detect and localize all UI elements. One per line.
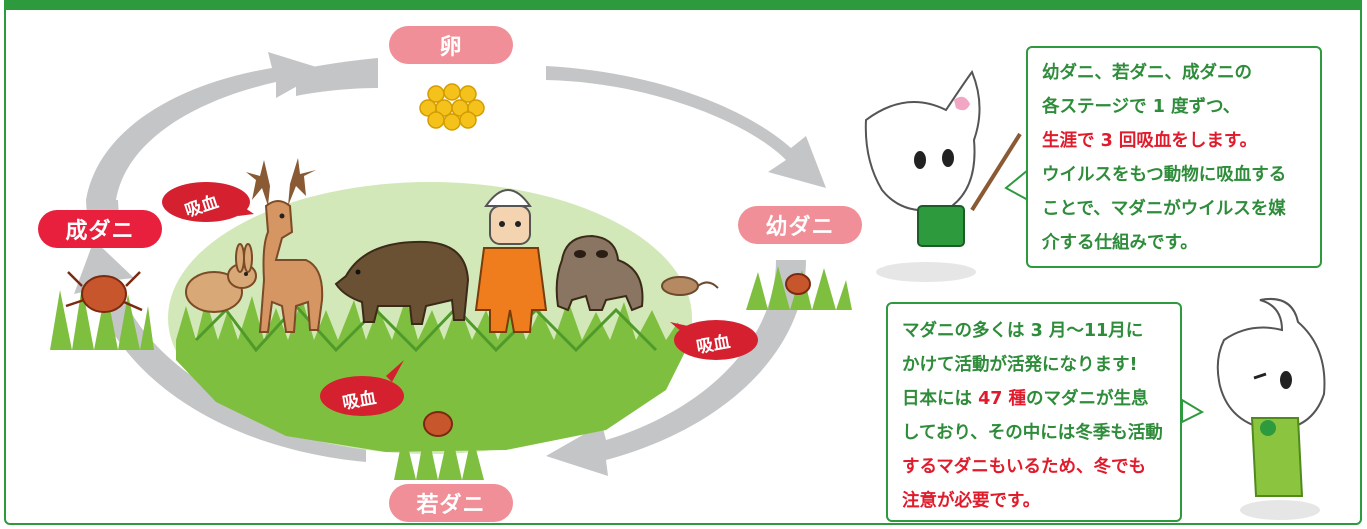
- stage-label-larva: 幼ダニ: [738, 206, 862, 244]
- bite-bubble-top: [162, 182, 254, 222]
- grass-strip: [176, 296, 686, 452]
- larva-tick-illustration: [746, 266, 852, 310]
- raccoon-dog-illustration: [555, 234, 644, 312]
- info1-line-6: 介する仕組みです。: [1042, 233, 1198, 253]
- info1-line-1: 幼ダニ、若ダニ、成ダニの: [1042, 63, 1252, 83]
- worker-illustration: [474, 189, 548, 333]
- info2-species-count: 47 種: [978, 389, 1027, 409]
- info2-line-3c: のマダニが生息: [1026, 389, 1149, 409]
- info1-line-2: 各ステージで 1 度ずつ、: [1042, 97, 1241, 117]
- stage-label-egg: 卵: [389, 26, 513, 64]
- info-box-lifecycle: 幼ダニ、若ダニ、成ダニの 各ステージで 1 度ずつ、 生涯で 3 回吸血をします…: [1026, 46, 1322, 268]
- deer-illustration: [246, 158, 324, 333]
- info-box-season: マダニの多くは 3 月～11月に かけて活動が活発になります! 日本には 47 …: [886, 302, 1182, 522]
- mascot-teacher-illustration: [864, 69, 1022, 282]
- info2-line-3a: 日本には: [902, 389, 979, 409]
- mascot-thinking-illustration: [1216, 298, 1326, 520]
- box1-tail: [1004, 167, 1029, 202]
- bite-bubble-bottom: [320, 360, 404, 416]
- bite-bubble-right: [670, 320, 758, 360]
- arrow-egg-to-larva: [546, 66, 826, 188]
- diagram-frame: 卵 幼ダニ 若ダニ 成ダニ 吸血 吸血 吸血 幼ダニ、若ダニ、成ダニの 各ステー…: [4, 0, 1362, 525]
- nymph-tick-illustration: [394, 411, 484, 480]
- arrow-adult-to-egg: [86, 52, 326, 200]
- info2-line-2: かけて活動が活発になります!: [902, 355, 1138, 375]
- adult-tick-illustration: [50, 271, 154, 350]
- info2-line-3: 日本には 47 種のマダニが生息: [902, 382, 1180, 416]
- info2-line-6: 注意が必要です。: [902, 491, 1041, 511]
- mouse-illustration: [661, 276, 719, 296]
- info2-line-1: マダニの多くは 3 月～11月に: [902, 321, 1144, 341]
- rabbit-illustration: [185, 243, 257, 313]
- info2-line-5: するマダニもいるため、冬でも: [902, 457, 1146, 477]
- stage-label-adult: 成ダニ: [38, 210, 162, 248]
- box2-tail: [1181, 398, 1205, 424]
- info2-line-4: しており、その中には冬季も活動: [902, 423, 1163, 443]
- boar-illustration: [334, 240, 470, 325]
- stage-label-nymph: 若ダニ: [389, 484, 513, 522]
- egg-cluster-illustration: [419, 83, 485, 131]
- info1-line-3: 生涯で 3 回吸血をします。: [1042, 131, 1258, 151]
- info1-line-4: ウイルスをもつ動物に吸血する: [1042, 165, 1287, 185]
- info1-line-5: ことで、マダニがウイルスを媒: [1042, 199, 1286, 219]
